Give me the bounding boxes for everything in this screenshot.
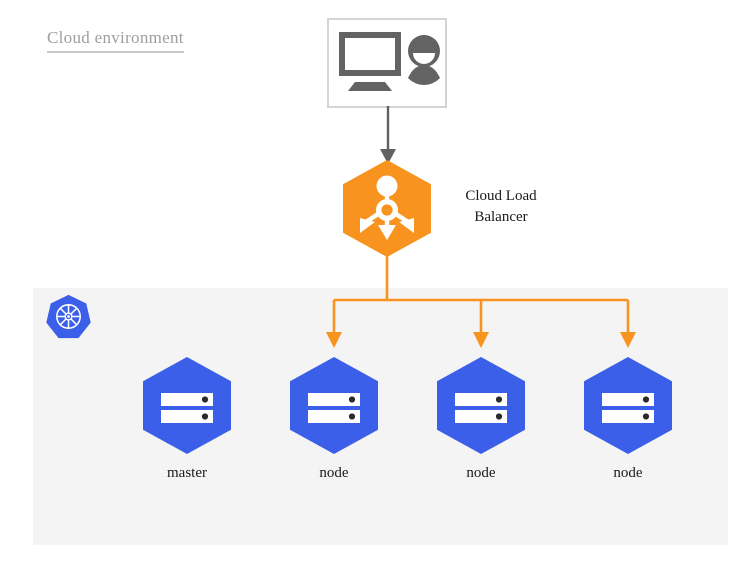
- lb-to-nodes-connector: [320, 254, 650, 358]
- server-node-icon: [143, 357, 231, 454]
- load-balancer-label-line2: Balancer: [474, 209, 528, 225]
- load-balancer-label: Cloud Load Balancer: [441, 186, 561, 228]
- load-balancer-icon: [343, 160, 431, 257]
- server-node-icon: [584, 357, 672, 454]
- load-balancer-label-line1: Cloud Load: [465, 188, 537, 204]
- kubernetes-logo: [46, 294, 91, 339]
- client-device-box: [327, 18, 447, 108]
- node-label: node: [613, 465, 643, 481]
- client-to-lb-connector: [367, 106, 409, 168]
- kubernetes-logo-icon: [46, 294, 91, 339]
- arrow-down-icon: [380, 106, 396, 164]
- page-title: Cloud environment: [47, 28, 184, 53]
- node-label: master: [167, 465, 207, 481]
- node-label: node: [319, 465, 349, 481]
- client-icons-group: [339, 32, 440, 91]
- cluster-node-1[interactable]: node: [290, 357, 378, 482]
- cluster-node-3[interactable]: node: [584, 357, 672, 482]
- server-node-icon: [290, 357, 378, 454]
- server-node-icon: [437, 357, 525, 454]
- node-label: node: [466, 465, 496, 481]
- monitor-icon: [339, 32, 401, 91]
- fanout-arrows-icon: [326, 254, 636, 348]
- cloud-load-balancer-node[interactable]: [343, 160, 431, 257]
- cluster-node-master[interactable]: master: [143, 357, 231, 482]
- smile-icon: [413, 53, 435, 64]
- cluster-node-2[interactable]: node: [437, 357, 525, 482]
